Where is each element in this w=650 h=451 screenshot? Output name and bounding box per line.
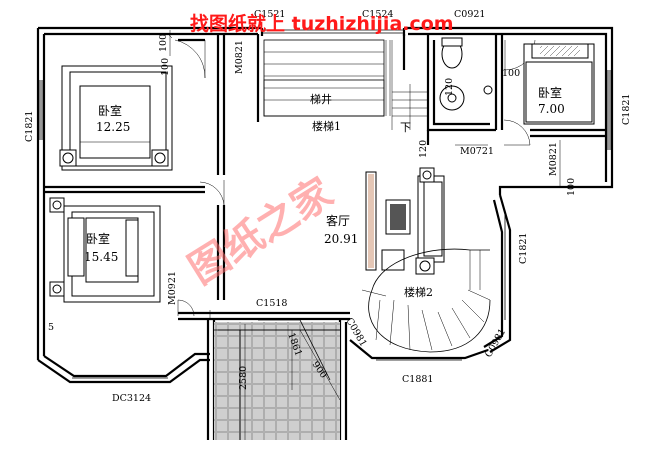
- door-m0921: M0921: [167, 271, 178, 305]
- stairwell-label: 梯井: [310, 92, 332, 106]
- bedroom-1-bed: [59, 65, 173, 171]
- window-c1521: C1521: [254, 9, 285, 20]
- dim-100-b: 100: [160, 58, 171, 76]
- bedroom-2-name: 卧室: [86, 231, 110, 246]
- stair-1-label: 楼梯1: [312, 119, 341, 133]
- door-m0821-b: M0821: [548, 142, 559, 176]
- door-m0821-a: M0821: [234, 40, 245, 74]
- door-m0721: M0721: [460, 146, 494, 157]
- window-c1821-mid: C1821: [518, 233, 529, 264]
- bedroom-1-area: 12.25: [96, 120, 130, 134]
- window-c1524: C1524: [362, 9, 393, 20]
- bedroom-3-area: 7.00: [538, 102, 565, 116]
- bedroom-2-area: 15.45: [84, 250, 118, 264]
- stair-2-label: 楼梯2: [404, 285, 433, 299]
- window-c1518: C1518: [256, 298, 287, 309]
- dim-120-b: 120: [418, 140, 429, 158]
- stair-2: [361, 248, 491, 353]
- interior-walls: [44, 34, 606, 321]
- living-room-area: 20.91: [324, 232, 358, 246]
- living-room-name: 客厅: [326, 213, 350, 228]
- dim-100-d: 100: [566, 178, 577, 196]
- bathroom-fixtures: [439, 37, 493, 111]
- balcony: [214, 319, 340, 440]
- dimension-lines: [167, 30, 561, 440]
- stair-down-label: 下: [400, 121, 411, 134]
- bedroom-1-name: 卧室: [98, 103, 122, 118]
- windows: [39, 29, 611, 379]
- window-c1821-right: C1821: [621, 94, 632, 125]
- window-c0921-top: C0921: [454, 9, 485, 20]
- dim-2580: 2580: [238, 366, 249, 390]
- dim-120-a: 120: [444, 78, 455, 96]
- bedroom-3-bed: [523, 43, 595, 125]
- dim-100-c: 100: [502, 68, 520, 79]
- bedroom-3-name: 卧室: [538, 85, 562, 100]
- dim-100-a: 100: [158, 34, 169, 52]
- window-c1881: C1881: [402, 374, 433, 385]
- bedroom-2-bed: [49, 197, 161, 303]
- stair-1: [263, 39, 428, 130]
- dim-5: 5: [48, 322, 54, 333]
- window-c1821-left: C1821: [24, 111, 35, 142]
- sofa-set: [365, 167, 445, 275]
- bay-window-dc3124: DC3124: [112, 393, 151, 404]
- watermark-top: 找图纸就上 tuzhizhijia.com: [190, 12, 454, 35]
